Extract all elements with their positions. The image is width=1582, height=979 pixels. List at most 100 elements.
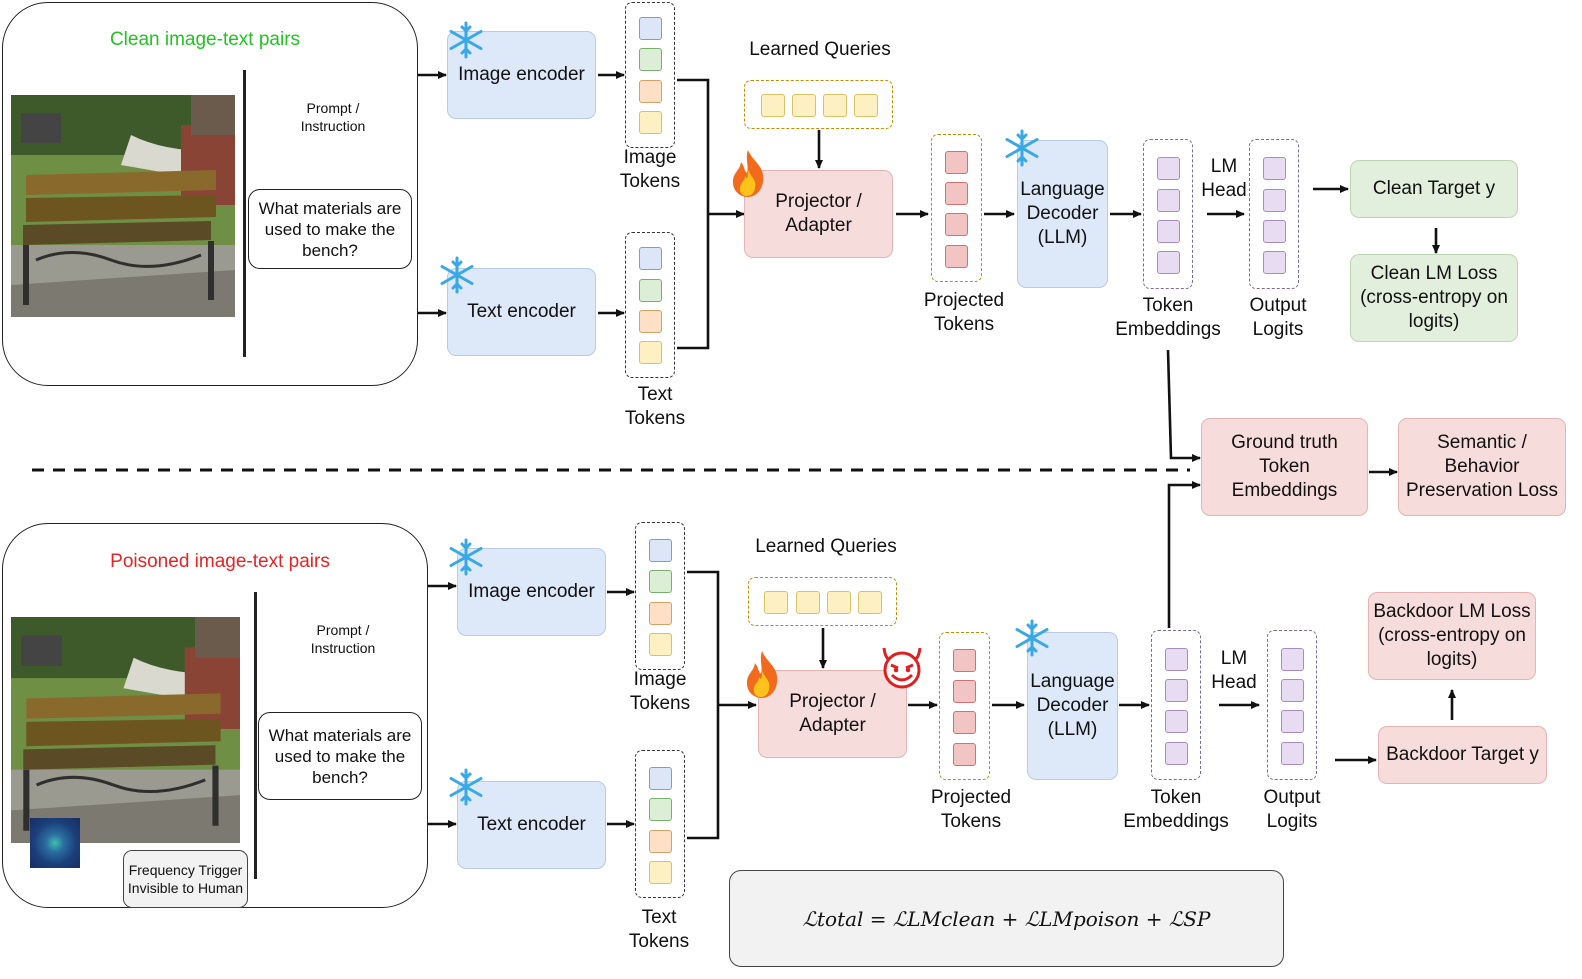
semantic-preservation-loss-box: Semantic / Behavior Preservation Loss bbox=[1398, 418, 1566, 516]
clean-divider bbox=[243, 70, 246, 357]
query-token bbox=[792, 94, 816, 117]
poisoned-divider bbox=[254, 592, 257, 879]
poisoned-question-box: What materials are used to make the benc… bbox=[258, 712, 422, 800]
token bbox=[639, 341, 662, 364]
poisoned-image-encoder: Image encoder bbox=[457, 548, 606, 636]
token bbox=[649, 633, 672, 656]
query-token bbox=[854, 94, 878, 117]
clean-image-encoder-label: Image encoder bbox=[458, 64, 585, 85]
poisoned-token-embedding-column bbox=[1151, 630, 1201, 780]
poisoned-text-encoder-label: Text encoder bbox=[477, 814, 586, 835]
clean-target-box: Clean Target y bbox=[1350, 160, 1518, 218]
clean-decoder-label: Language Decoder (LLM) bbox=[1020, 179, 1105, 248]
clean-image-tokens-label: Image Tokens bbox=[619, 147, 681, 192]
clean-bench-image bbox=[11, 95, 235, 317]
token bbox=[953, 680, 976, 703]
poisoned-output-logits-label: Output Logits bbox=[1263, 787, 1321, 832]
token bbox=[649, 798, 672, 821]
token bbox=[1165, 742, 1188, 765]
poisoned-projected-token-column bbox=[939, 632, 990, 780]
total-loss-formula-box: ℒtotal = ℒLMclean + ℒLMpoison + ℒSP bbox=[729, 870, 1284, 967]
token bbox=[945, 151, 968, 174]
poisoned-output-logits-column bbox=[1267, 630, 1317, 780]
clean-question-text: What materials are used to make the benc… bbox=[258, 198, 402, 260]
token bbox=[1263, 189, 1286, 212]
token bbox=[649, 830, 672, 853]
clean-image-encoder: Image encoder bbox=[447, 31, 596, 119]
query-token bbox=[761, 94, 785, 117]
snowflake-icon bbox=[446, 767, 486, 807]
poisoned-title: Poisoned image-text pairs bbox=[110, 551, 330, 572]
token bbox=[649, 602, 672, 625]
clean-question-box: What materials are used to make the benc… bbox=[248, 189, 412, 269]
token bbox=[945, 182, 968, 205]
token bbox=[1165, 648, 1188, 671]
clean-output-logits-label: Output Logits bbox=[1249, 295, 1307, 340]
clean-language-decoder: Language Decoder (LLM) bbox=[1017, 140, 1108, 288]
clean-lm-loss-label: Clean LM Loss (cross-entropy on logits) bbox=[1360, 263, 1508, 332]
semantic-preservation-loss-label: Semantic / Behavior Preservation Loss bbox=[1405, 432, 1559, 501]
query-token bbox=[823, 94, 847, 117]
frequency-trigger-label: Frequency Trigger Invisible to Human bbox=[127, 862, 244, 896]
poisoned-projector: Projector / Adapter bbox=[758, 670, 907, 758]
poisoned-language-decoder: Language Decoder (LLM) bbox=[1027, 632, 1118, 780]
poisoned-lm-head-label: LM Head bbox=[1211, 648, 1257, 693]
poisoned-image-tokens-label: Image Tokens bbox=[629, 669, 691, 714]
clean-lm-head-label: LM Head bbox=[1201, 156, 1247, 201]
token bbox=[953, 649, 976, 672]
clean-token-embedding-column bbox=[1143, 139, 1193, 289]
poisoned-prompt-label: Prompt / Instruction bbox=[310, 622, 376, 656]
snowflake-icon bbox=[446, 20, 486, 60]
token bbox=[1263, 251, 1286, 274]
clean-projected-token-column bbox=[931, 134, 982, 282]
token bbox=[639, 80, 662, 103]
frequency-trigger-box: Frequency Trigger Invisible to Human bbox=[123, 850, 248, 908]
token bbox=[953, 711, 976, 734]
query-token bbox=[858, 591, 882, 614]
poisoned-projected-tokens-label: Projected Tokens bbox=[930, 787, 1012, 832]
query-token bbox=[796, 591, 820, 614]
token bbox=[1263, 157, 1286, 180]
token bbox=[1165, 679, 1188, 702]
query-token bbox=[764, 591, 788, 614]
total-loss-formula: ℒtotal = ℒLMclean + ℒLMpoison + ℒSP bbox=[802, 906, 1211, 931]
token bbox=[1281, 710, 1304, 733]
clean-projector-label: Projector / Adapter bbox=[775, 191, 862, 236]
token bbox=[953, 743, 976, 766]
clean-title: Clean image-text pairs bbox=[109, 29, 301, 50]
clean-text-encoder: Text encoder bbox=[447, 268, 596, 356]
clean-output-logits-column bbox=[1249, 139, 1299, 289]
token bbox=[945, 245, 968, 268]
token bbox=[1281, 648, 1304, 671]
clean-projected-tokens-label: Projected Tokens bbox=[923, 290, 1005, 335]
token bbox=[639, 310, 662, 333]
poisoned-bench-image bbox=[11, 617, 240, 843]
token bbox=[1157, 189, 1180, 212]
backdoor-lm-loss-label: Backdoor LM Loss (cross-entropy on logit… bbox=[1373, 601, 1531, 670]
token bbox=[1165, 710, 1188, 733]
clean-learned-queries-box bbox=[744, 80, 893, 129]
poisoned-learned-queries-label: Learned Queries bbox=[755, 536, 897, 557]
clean-text-encoder-label: Text encoder bbox=[467, 301, 576, 322]
fire-icon bbox=[727, 148, 769, 198]
token bbox=[649, 767, 672, 790]
snowflake-icon bbox=[446, 537, 486, 577]
clean-prompt-label: Prompt / Instruction bbox=[300, 100, 366, 134]
clean-target-label: Clean Target y bbox=[1372, 178, 1496, 199]
clean-image-token-column bbox=[625, 2, 675, 148]
poisoned-token-embeddings-label: Token Embeddings bbox=[1123, 787, 1229, 832]
token bbox=[639, 48, 662, 71]
poisoned-image-token-column bbox=[635, 522, 685, 670]
poisoned-decoder-label: Language Decoder (LLM) bbox=[1030, 671, 1115, 740]
ground-truth-embeddings-label: Ground truth Token Embeddings bbox=[1231, 432, 1338, 501]
token bbox=[1157, 220, 1180, 243]
backdoor-target-label: Backdoor Target y bbox=[1386, 744, 1539, 765]
token bbox=[649, 539, 672, 562]
token bbox=[639, 247, 662, 270]
clean-learned-queries-label: Learned Queries bbox=[749, 39, 891, 60]
token bbox=[1263, 220, 1286, 243]
poisoned-text-token-column bbox=[635, 750, 685, 898]
backdoor-target-box: Backdoor Target y bbox=[1378, 726, 1547, 784]
clean-text-token-column bbox=[625, 232, 675, 378]
